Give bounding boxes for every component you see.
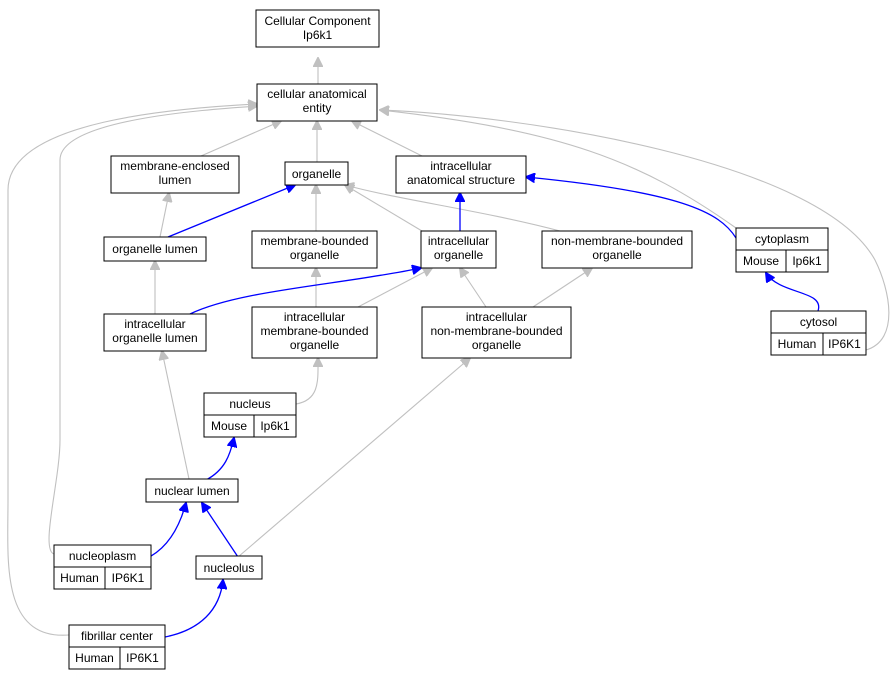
node-label-line2: organelle lumen bbox=[112, 331, 197, 345]
gene-label: IP6K1 bbox=[126, 651, 159, 665]
edge-nucleolus-to-nlumen bbox=[202, 503, 239, 558]
edge-imbo-to-io bbox=[357, 268, 432, 308]
node-label-line3: organelle bbox=[472, 338, 522, 352]
node-membrane-enclosed-lumen[interactable]: membrane-enclosed lumen bbox=[110, 155, 240, 194]
node-cytosol[interactable]: cytosol Human IP6K1 bbox=[770, 310, 867, 356]
node-label-line2: non-membrane-bounded bbox=[430, 324, 562, 338]
node-organelle-lumen[interactable]: organelle lumen bbox=[103, 236, 207, 262]
species-label: Human bbox=[60, 571, 99, 585]
node-label-line1: organelle lumen bbox=[112, 242, 197, 256]
node-label-line1: intracellular bbox=[430, 159, 491, 173]
gene-cell bbox=[822, 332, 867, 356]
node-organelle[interactable]: organelle bbox=[284, 161, 349, 186]
edge-nmbo-to-organelle bbox=[345, 185, 561, 232]
edge-nucleoplasm-to-cae bbox=[48, 106, 257, 555]
species-label: Mouse bbox=[743, 254, 779, 268]
node-label-line1: nucleoplasm bbox=[69, 549, 136, 563]
node-label-line1: intracellular bbox=[466, 310, 527, 324]
node-intracellular-membrane-bounded-organelle[interactable]: intracellular membrane-bounded organelle bbox=[251, 306, 378, 359]
node-intracellular-organelle[interactable]: intracellular organelle bbox=[420, 230, 497, 269]
node-label-line1: non-membrane-bounded bbox=[551, 234, 683, 248]
edge-cytosol-to-cytoplasm bbox=[766, 273, 820, 312]
gene-cell bbox=[785, 249, 829, 273]
node-label-line1: intracellular bbox=[284, 310, 345, 324]
edge-fibrillar-to-cae bbox=[7, 104, 257, 636]
node-cellular-component-ip6k1[interactable]: Cellular Component Ip6k1 bbox=[255, 9, 380, 48]
node-label-line2: organelle bbox=[592, 248, 642, 262]
node-nuclear-lumen[interactable]: nuclear lumen bbox=[145, 478, 239, 503]
node-intracellular-non-membrane-bounded-organelle[interactable]: intracellular non-membrane-bounded organ… bbox=[421, 306, 572, 359]
node-label-line2: membrane-bounded bbox=[260, 324, 368, 338]
edge-nlumen-to-iol bbox=[162, 351, 190, 480]
gene-cell bbox=[253, 414, 297, 438]
node-label-line1: nuclear lumen bbox=[154, 484, 229, 498]
node-nucleoplasm[interactable]: nucleoplasm Human IP6K1 bbox=[53, 544, 152, 590]
node-label-line2: lumen bbox=[159, 173, 192, 187]
edge-cytoplasm-to-ias bbox=[526, 177, 737, 239]
edge-olumen-to-organelle bbox=[167, 185, 295, 238]
node-label-line2: anatomical structure bbox=[407, 173, 515, 187]
node-label-line1: cytosol bbox=[800, 315, 837, 329]
node-membrane-bounded-organelle[interactable]: membrane-bounded organelle bbox=[251, 230, 378, 269]
node-label-line1: cellular anatomical bbox=[267, 87, 366, 101]
gene-label: IP6K1 bbox=[112, 571, 145, 585]
gene-cell bbox=[104, 566, 152, 590]
node-label-line1: membrane-enclosed bbox=[120, 159, 229, 173]
gene-label: Ip6k1 bbox=[260, 419, 290, 433]
node-nucleolus[interactable]: nucleolus bbox=[195, 555, 263, 580]
node-cellular-anatomical-entity[interactable]: cellular anatomical entity bbox=[256, 83, 378, 122]
node-intracellular-organelle-lumen[interactable]: intracellular organelle lumen bbox=[103, 313, 207, 352]
edge-inmbo-to-io bbox=[460, 268, 487, 308]
gene-label: Ip6k1 bbox=[792, 254, 822, 268]
node-label-line1: intracellular bbox=[124, 317, 185, 331]
node-label-line1: fibrillar center bbox=[81, 629, 153, 643]
node-label-line2: organelle bbox=[434, 248, 484, 262]
node-intracellular-anatomical-structure[interactable]: intracellular anatomical structure bbox=[395, 155, 527, 194]
edge-nucleoplasm-to-nlumen bbox=[150, 503, 186, 557]
edge-mel-to-cae bbox=[200, 121, 281, 157]
edge-io-to-organelle bbox=[345, 185, 423, 232]
species-label: Human bbox=[75, 651, 114, 665]
edge-ias-to-cae bbox=[352, 121, 423, 157]
node-label-line2: Ip6k1 bbox=[303, 28, 333, 42]
edge-cytoplasm-to-cae bbox=[380, 110, 737, 229]
node-cytoplasm[interactable]: cytoplasm Mouse Ip6k1 bbox=[735, 227, 829, 273]
edges bbox=[7, 58, 890, 638]
node-label-line1: cytoplasm bbox=[755, 232, 809, 246]
edge-cytosol-to-cae bbox=[380, 110, 890, 351]
node-non-membrane-bounded-organelle[interactable]: non-membrane-bounded organelle bbox=[541, 230, 693, 269]
species-label: Mouse bbox=[211, 419, 247, 433]
edge-inmbo-to-nmbo bbox=[532, 268, 592, 308]
edge-nucleus-to-imbo bbox=[295, 358, 318, 405]
edge-iol-to-io bbox=[189, 268, 421, 315]
node-label-line1: intracellular bbox=[428, 234, 489, 248]
edge-fibrillar-to-nucleolus bbox=[164, 580, 223, 638]
gene-cell bbox=[119, 646, 166, 670]
node-label-line3: organelle bbox=[290, 338, 340, 352]
node-label-line2: organelle bbox=[290, 248, 340, 262]
node-label-line1: organelle bbox=[292, 167, 342, 181]
species-label: Human bbox=[778, 337, 817, 351]
node-label-line1: membrane-bounded bbox=[260, 234, 368, 248]
node-label-line1: Cellular Component bbox=[264, 14, 371, 28]
node-label-line1: nucleus bbox=[229, 397, 270, 411]
node-fibrillar-center[interactable]: fibrillar center Human IP6K1 bbox=[68, 624, 166, 670]
node-label-line1: nucleolus bbox=[204, 561, 255, 575]
nodes: Cellular Component Ip6k1 cellular anatom… bbox=[53, 9, 867, 670]
edge-olumen-to-mel bbox=[159, 193, 169, 238]
gene-label: IP6K1 bbox=[828, 337, 861, 351]
node-label-line2: entity bbox=[303, 101, 332, 115]
node-nucleus[interactable]: nucleus Mouse Ip6k1 bbox=[203, 392, 297, 438]
edge-nucleolus-to-inmbo bbox=[237, 358, 470, 558]
edge-nlumen-to-nucleus bbox=[205, 438, 234, 481]
